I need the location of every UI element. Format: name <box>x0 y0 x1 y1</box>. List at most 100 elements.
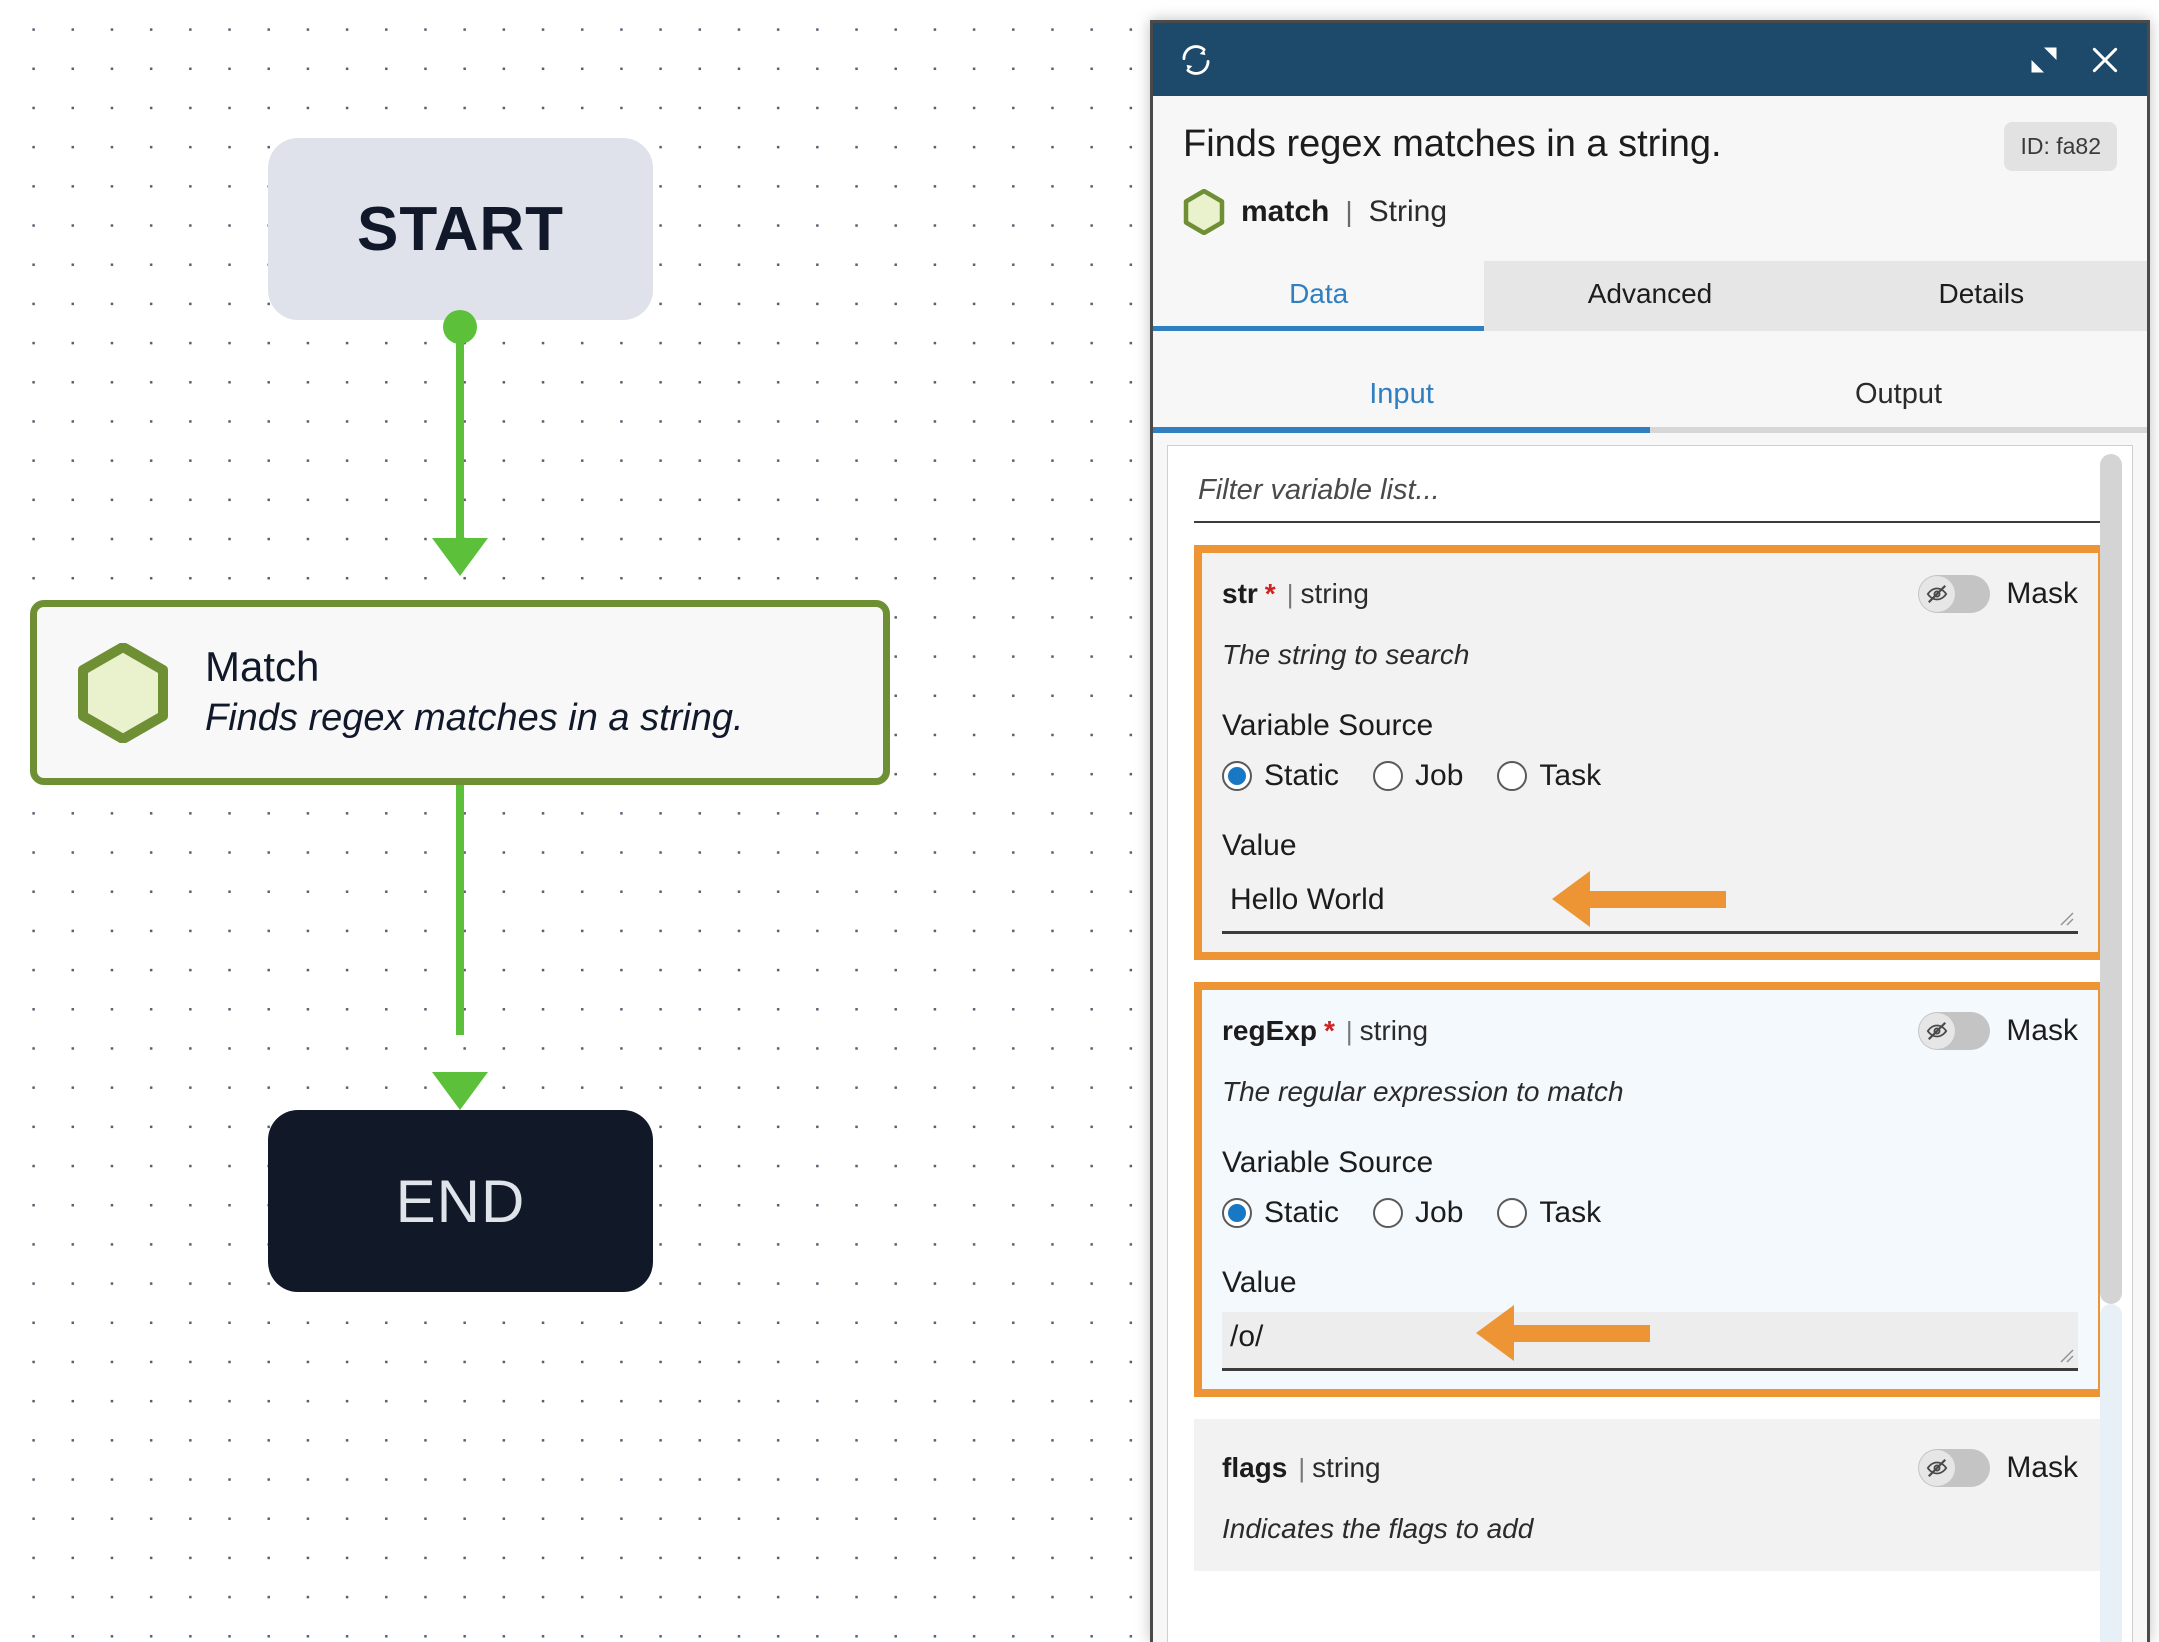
radio-label: Job <box>1415 1196 1464 1229</box>
tab-input[interactable]: Input <box>1153 361 1650 433</box>
annotation-arrow-tip <box>1552 871 1590 927</box>
value-field-str[interactable]: Hello World <box>1222 871 2078 934</box>
radio-dot[interactable] <box>1373 1198 1404 1228</box>
resize-grip-icon[interactable] <box>2058 1347 2074 1363</box>
variable-type: string <box>1300 578 1369 609</box>
page-title: Finds regex matches in a string. <box>1183 123 1722 165</box>
tab-output[interactable]: Output <box>1650 361 2147 433</box>
variable-card-regexp[interactable]: regExp * | string <box>1194 982 2106 1397</box>
node-end[interactable]: END <box>268 1110 653 1292</box>
annotation-arrow-tip <box>1476 1305 1514 1361</box>
node-match[interactable]: Match Finds regex matches in a string. <box>30 600 890 785</box>
variable-type: string <box>1359 1015 1429 1046</box>
variable-name: flags <box>1222 1452 1288 1483</box>
variable-description: Indicates the flags to add <box>1222 1513 1534 1544</box>
radio-dot[interactable] <box>1373 761 1404 791</box>
mask-label: Mask <box>2006 1451 2078 1484</box>
radio-job-str[interactable]: Job <box>1373 759 1463 793</box>
radio-static-regexp[interactable]: Static <box>1222 1196 1339 1230</box>
variable-source-radios-str: Static Job Task <box>1222 759 2078 793</box>
variable-separator: | <box>1286 579 1294 609</box>
tab-input-label: Input <box>1369 377 1434 410</box>
tab-details-label: Details <box>1938 277 2025 309</box>
radio-static-str[interactable]: Static <box>1222 759 1339 793</box>
tab-data[interactable]: Data <box>1153 261 1485 331</box>
mask-toggle-regexp[interactable]: Mask <box>1918 1012 2078 1050</box>
edge-arrowhead-match <box>432 538 488 576</box>
radio-dot[interactable] <box>1222 1198 1252 1228</box>
tab-data-label: Data <box>1289 277 1349 309</box>
hexagon-icon <box>1183 189 1225 235</box>
variable-card-str[interactable]: str * | string <box>1194 545 2106 960</box>
radio-task-regexp[interactable]: Task <box>1497 1196 1601 1230</box>
id-badge: ID: fa82 <box>2004 122 2117 171</box>
annotation-arrow-tail <box>1514 1324 1650 1342</box>
node-type: String <box>1368 195 1448 228</box>
toggle-track[interactable] <box>1918 1449 1991 1487</box>
hexagon-icon <box>78 642 168 743</box>
node-match-description: Finds regex matches in a string. <box>205 696 744 739</box>
mask-label: Mask <box>2006 577 2078 610</box>
radio-label: Static <box>1264 759 1340 792</box>
refresh-icon[interactable] <box>1179 43 1213 77</box>
tab-advanced[interactable]: Advanced <box>1484 261 1816 331</box>
properties-panel: Finds regex matches in a string. ID: fa8… <box>1150 20 2150 1642</box>
value-label: Value <box>1222 829 1297 862</box>
node-start-label: START <box>356 194 565 264</box>
radio-job-regexp[interactable]: Job <box>1373 1196 1463 1230</box>
scrollbar-track-lower[interactable] <box>2100 1304 2122 1642</box>
variables-scroll-area[interactable]: str * | string <box>1167 445 2133 1642</box>
mask-label: Mask <box>2006 1014 2078 1047</box>
node-end-label: END <box>395 1167 526 1235</box>
eye-slash-icon <box>1919 576 1956 612</box>
value-field-regexp[interactable]: /o/ <box>1222 1305 2078 1371</box>
radio-label: Job <box>1415 759 1464 792</box>
tab-details[interactable]: Details <box>1815 261 2147 331</box>
variable-description: The regular expression to match <box>1222 1076 1624 1107</box>
variable-name: regExp <box>1222 1015 1317 1046</box>
required-asterisk: * <box>1323 1015 1335 1046</box>
toggle-track[interactable] <box>1918 1012 1991 1050</box>
annotation-arrow-regexp <box>1476 1305 1650 1361</box>
tab-output-label: Output <box>1854 377 1943 410</box>
main-tabs: Data Advanced Details <box>1153 261 2147 331</box>
flow-canvas[interactable]: START Match Finds regex matches in a str… <box>0 0 1150 1642</box>
panel-header: Finds regex matches in a string. ID: fa8… <box>1153 96 2147 235</box>
radio-label: Task <box>1539 759 1602 792</box>
resize-grip-icon[interactable] <box>2058 910 2074 926</box>
variable-separator: | <box>1298 1453 1306 1483</box>
radio-dot[interactable] <box>1222 761 1252 791</box>
eye-slash-icon <box>1919 1013 1956 1049</box>
mask-toggle-str[interactable]: Mask <box>1918 575 2078 613</box>
variable-card-flags[interactable]: flags | string <box>1194 1419 2106 1571</box>
variable-description: The string to search <box>1222 639 1470 670</box>
radio-dot[interactable] <box>1497 761 1528 791</box>
variable-source-radios-regexp: Static Job Task <box>1222 1196 2078 1230</box>
radio-dot[interactable] <box>1497 1198 1528 1228</box>
radio-label: Task <box>1539 1196 1602 1229</box>
node-match-title: Match <box>205 642 320 690</box>
panel-titlebar <box>1153 23 2147 96</box>
value-text: /o/ <box>1230 1320 1264 1353</box>
variable-type: string <box>1312 1452 1381 1483</box>
scrollbar-thumb[interactable] <box>2100 454 2122 1304</box>
edge-match-to-end <box>456 785 464 1035</box>
edge-start-to-match <box>456 320 464 570</box>
toggle-track[interactable] <box>1918 575 1991 613</box>
close-icon[interactable] <box>2089 44 2121 76</box>
variable-name: str <box>1222 578 1258 609</box>
value-text: Hello World <box>1230 883 1385 916</box>
mask-toggle-flags[interactable]: Mask <box>1918 1449 2078 1487</box>
sub-tabs: Input Output <box>1153 361 2147 433</box>
required-asterisk: * <box>1264 578 1276 609</box>
radio-label: Static <box>1264 1196 1340 1229</box>
variable-source-label: Variable Source <box>1222 1146 1434 1179</box>
node-start[interactable]: START <box>268 138 653 320</box>
node-name: match <box>1241 195 1330 228</box>
annotation-arrow-tail <box>1590 890 1726 908</box>
filter-variable-input[interactable] <box>1194 468 2106 523</box>
tab-advanced-label: Advanced <box>1587 277 1713 309</box>
eye-slash-icon <box>1919 1450 1956 1486</box>
collapse-diagonal-icon[interactable] <box>2029 45 2059 75</box>
radio-task-str[interactable]: Task <box>1497 759 1601 793</box>
